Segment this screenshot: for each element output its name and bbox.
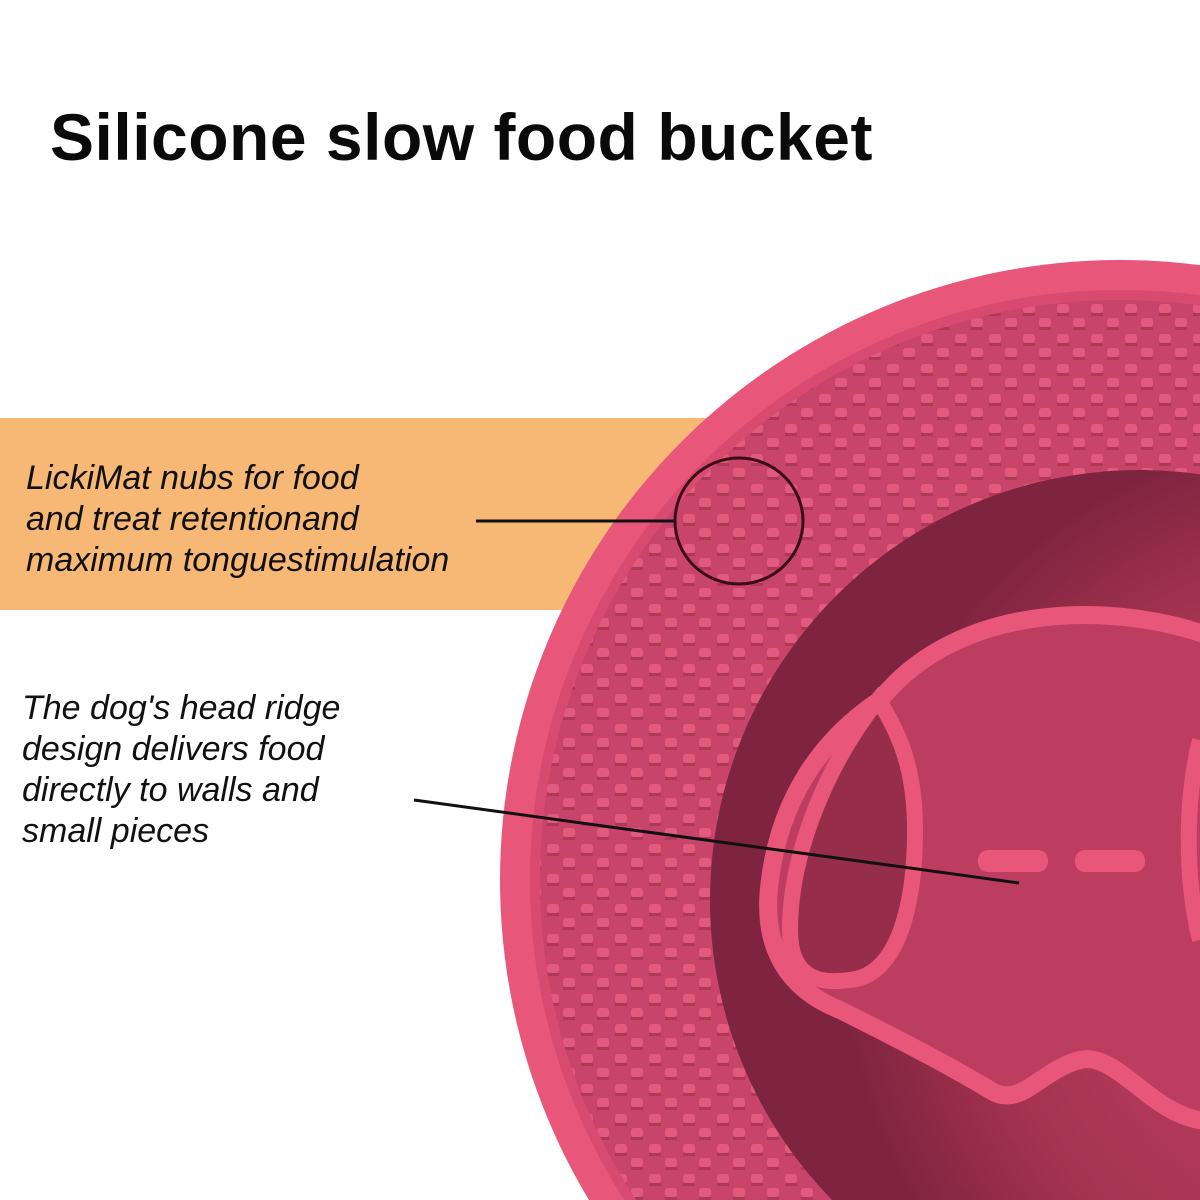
callout-line: maximum tonguestimulation bbox=[26, 541, 450, 579]
dog-eye-left bbox=[978, 850, 1048, 872]
dog-ear-ridge bbox=[781, 686, 924, 990]
callout-dog-head: The dog's head ridge design delivers foo… bbox=[22, 688, 340, 852]
callout-line: directly to walls and bbox=[22, 771, 319, 809]
callout-line: small pieces bbox=[22, 812, 210, 850]
callout-line: and treat retentionand bbox=[26, 500, 359, 538]
callout-line: The dog's head ridge bbox=[22, 689, 341, 727]
page-title: Silicone slow food bucket bbox=[50, 100, 873, 174]
dog-eye-right bbox=[1075, 850, 1145, 872]
callout-line: design delivers food bbox=[22, 730, 325, 768]
callout-nubs: LickiMat nubs for food and treat retenti… bbox=[26, 458, 449, 581]
callout-circle bbox=[673, 456, 805, 586]
leader-line-2 bbox=[413, 798, 1020, 885]
callout-line: LickiMat nubs for food bbox=[26, 459, 359, 497]
